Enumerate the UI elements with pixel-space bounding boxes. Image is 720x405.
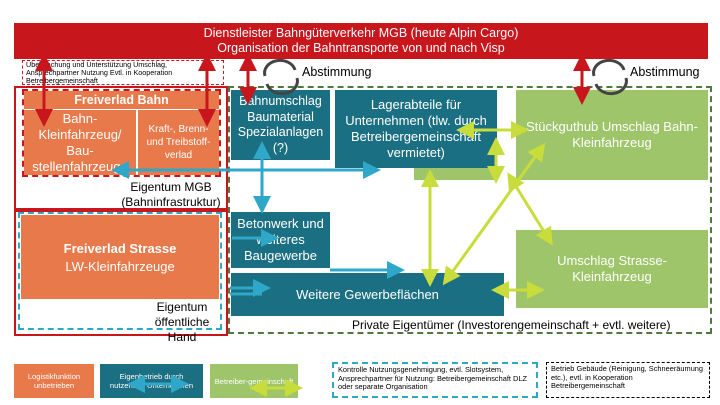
legend-betreiber: Betreiber-gemeinschaft [210,364,298,398]
freiverlad-strasse-title: Freiverlad Strasse [63,240,177,256]
header-banner: Dienstleister Bahngüterverkehr MGB (heut… [14,23,708,59]
legend-betrieb-gebaeude: Betrieb Gebäude (Reinigung, Schneeräumun… [546,362,710,398]
sync-right-label: Abstimmung [630,65,700,79]
lagerabteile-green-strip [414,168,497,180]
umschlag-strasse-box: Umschlag Strasse-Kleinfahrzeug [516,230,708,308]
mgb-boundary [14,86,228,210]
weitere-gewerbe-box: Weitere Gewerbeflächen [231,273,504,316]
kraft-verlad-box: Kraft-, Brenn- und Treibstoff-verlad [138,110,219,175]
stueckguthub-box: Stückguthub Umschlag Bahn-Kleinfahrzeug [516,90,708,180]
legend-eigenbetrieb: Eigenbetrieb durch nutzendes Unternehmen [100,364,203,398]
private-owners-label: Private Eigentümer (Investorengemeinscha… [352,318,671,332]
freiverlad-strasse-dashed [18,212,222,330]
freiverlad-bahn-title: Freiverlad Bahn [24,91,219,109]
monitoring-note-text: Überwachung und Unterstützung Umschlag, … [26,60,173,86]
eigentum-mgb-label: Eigentum MGB (Bahninfrastruktur) [121,180,221,209]
sync-left-label: Abstimmung [302,65,372,79]
header-line-2: Organisation der Bahntransporte von und … [217,41,505,55]
lagerabteile-box: Lagerabteile für Unternehmen (tlw. durch… [335,90,497,168]
monitoring-note-box: Überwachung und Unterstützung Umschlag, … [22,60,224,85]
legend-logistik: Logistikfunktion unbetrieben [14,364,94,398]
eigentum-oeffentlich-label: Eigentum öffentliche Hand [154,300,210,344]
header-line-1: Dienstleister Bahngüterverkehr MGB (heut… [203,26,519,40]
legend-kontrolle: Kontrolle Nutzungsgenehmigung, evtl. Slo… [332,362,538,398]
lw-kleinfahrzeuge-label: LW-Kleinfahrzeuge [65,258,175,274]
private-owners-boundary [228,86,712,334]
public-boundary [14,210,228,336]
freiverlad-strasse-box: Freiverlad Strasse LW-Kleinfahrzeuge [21,215,219,299]
bahnumschlag-box: Bahnumschlag Baumaterial Spezialanlagen … [231,90,330,160]
bahn-kleinfahrzeug-box: Bahn-Kleinfahrzeug/ Bau-stellenfahrzeuge [24,110,136,175]
betonwerk-box: Betonwerk und weiteres Baugewerbe [231,212,330,268]
